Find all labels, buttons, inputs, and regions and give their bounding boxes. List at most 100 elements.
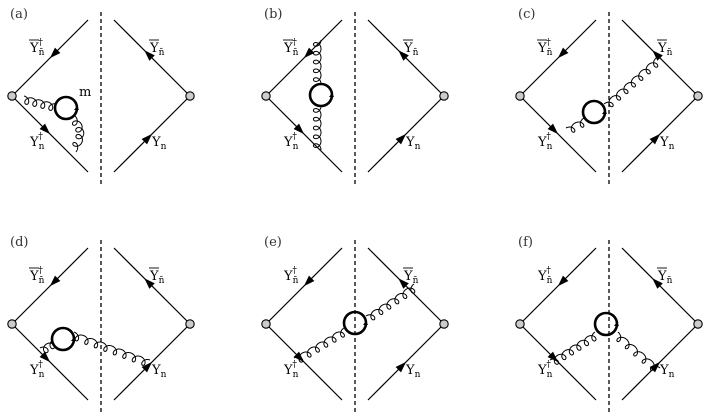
label-bottom-left-b: Yn†	[283, 132, 299, 152]
loop-b-arrow	[329, 93, 334, 97]
gluon-b-2	[312, 105, 322, 151]
arrow-bottom-right-b	[395, 133, 407, 145]
gluon-c-2	[603, 57, 659, 108]
loop-e	[342, 310, 368, 336]
label-bottom-left-b-base: Y	[283, 135, 293, 150]
label-top-right-f: Yn̄	[657, 269, 673, 286]
label-bottom-right-f-base: Y	[659, 363, 669, 378]
label-bottom-left-d-base: Y	[29, 363, 39, 378]
label-top-left-c: Yn̄†	[537, 38, 553, 58]
label-top-left-f-sup: †	[546, 266, 551, 276]
label-top-left-e-base: Y	[283, 269, 293, 284]
label-top-left-b-sub: n̄	[293, 48, 299, 58]
label-top-right-a-sub: n̄	[159, 48, 165, 58]
label-bottom-left-a-sub: n	[39, 142, 45, 152]
vertex-right-b	[439, 91, 449, 101]
label-top-left-d-sup: †	[38, 266, 43, 276]
label-bottom-right-c-sub: n	[669, 142, 675, 152]
label-top-left-f-sub: n̄	[547, 276, 553, 286]
arrow-top-left-d	[49, 275, 61, 287]
gluon-e-1	[293, 327, 345, 363]
arrow-top-right-b	[398, 50, 409, 61]
label-top-right-f-sub: n̄	[667, 276, 673, 286]
label-bottom-right-d-base: Y	[151, 363, 161, 378]
label-bottom-right-b-base: Y	[405, 135, 415, 150]
loop-b	[308, 82, 334, 108]
gluon-b-1	[312, 39, 322, 85]
label-top-left-e-sub: n̄	[293, 276, 299, 286]
vertex-left-e	[261, 319, 271, 329]
label-top-left-d-sub: n̄	[39, 276, 45, 286]
arrow-bottom-right-e	[395, 361, 407, 373]
gluon-c-1	[565, 117, 585, 133]
label-top-left-f: Yn̄†	[537, 266, 553, 286]
panel-c: (c)Yn̄†Yn̄Yn†Yn	[515, 7, 703, 184]
label-top-right-c-sub: n̄	[667, 48, 673, 58]
panel-b: (b)Yn̄†Yn̄Yn†Yn	[261, 7, 449, 184]
arrow-top-right-e	[398, 278, 409, 289]
arrow-top-left-a	[49, 47, 61, 59]
label-bottom-left-a: Yn†	[29, 132, 45, 152]
vertex-right-d	[185, 319, 195, 329]
vertex-left-d	[7, 319, 17, 329]
label-top-left-a-base: Y	[29, 41, 39, 56]
panel-d: (d)Yn̄†Yn̄Yn†Yn	[7, 235, 195, 412]
gluon-d-1	[39, 339, 56, 354]
label-top-right-e-base: Y	[403, 269, 413, 284]
vertex-right-a	[185, 91, 195, 101]
loop-c-arrow	[602, 110, 607, 114]
label-bottom-right-b: Yn	[405, 135, 421, 152]
vertex-right-e	[439, 319, 449, 329]
label-top-left-b-base: Y	[283, 41, 293, 56]
arrow-bottom-left-c	[547, 123, 559, 135]
label-top-right-d: Yn̄	[149, 269, 165, 286]
label-bottom-right-e: Yn	[405, 363, 421, 380]
panel-label-f: (f)	[518, 235, 533, 250]
label-top-right-d-base: Y	[149, 269, 159, 284]
vertex-left-b	[261, 91, 271, 101]
loop-d	[50, 326, 76, 352]
label-top-left-c-sup: †	[546, 38, 551, 48]
label-top-right-b: Yn̄	[403, 41, 419, 58]
label-top-left-c-base: Y	[537, 41, 547, 56]
loop-f-arrow	[614, 322, 619, 326]
label-bottom-left-f: Yn†	[537, 360, 553, 380]
label-bottom-right-f-sub: n	[669, 370, 675, 380]
gluon-a-1	[23, 95, 57, 111]
label-bottom-left-b-sub: n	[293, 142, 299, 152]
label-top-right-a: Yn̄	[149, 41, 165, 58]
label-bottom-left-f-sub: n	[547, 370, 553, 380]
loop-d-arrow	[71, 337, 76, 341]
label-top-left-a-sup: †	[38, 38, 43, 48]
vertex-right-f	[693, 319, 703, 329]
label-bottom-right-a-base: Y	[151, 135, 161, 150]
arrow-bottom-left-d	[39, 351, 51, 363]
label-bottom-left-e-sup: †	[292, 360, 297, 370]
vertex-left-f	[515, 319, 525, 329]
arrow-top-right-c	[652, 50, 663, 61]
mass-label-a: m	[79, 85, 91, 100]
panel-e: (e)Yn̄†Yn̄Yn†Yn	[261, 235, 449, 412]
label-bottom-right-c: Yn	[659, 135, 675, 152]
label-top-right-a-base: Y	[149, 41, 159, 56]
label-top-left-a: Yn̄†	[29, 38, 45, 58]
label-bottom-right-c-base: Y	[659, 135, 669, 150]
label-bottom-left-a-base: Y	[29, 135, 39, 150]
label-top-right-b-base: Y	[403, 41, 413, 56]
label-bottom-left-a-sup: †	[38, 132, 43, 142]
label-bottom-right-a: Yn	[151, 135, 167, 152]
label-top-right-b-sub: n̄	[413, 48, 419, 58]
label-top-right-f-base: Y	[657, 269, 667, 284]
panel-label-a: (a)	[10, 7, 28, 22]
label-bottom-left-c-sub: n	[547, 142, 553, 152]
gluon-d-2	[73, 331, 151, 366]
label-top-right-e-sub: n̄	[413, 276, 419, 286]
arrow-bottom-left-b	[293, 123, 305, 135]
panel-f: (f)Yn̄†Yn̄Yn†Yn	[515, 235, 703, 412]
loop-a-arrow	[74, 106, 79, 110]
label-top-left-d: Yn̄†	[29, 266, 45, 286]
label-bottom-left-e-sub: n	[293, 370, 299, 380]
loop-a	[53, 95, 79, 121]
label-top-right-c-base: Y	[657, 41, 667, 56]
label-bottom-left-e: Yn†	[283, 360, 299, 380]
